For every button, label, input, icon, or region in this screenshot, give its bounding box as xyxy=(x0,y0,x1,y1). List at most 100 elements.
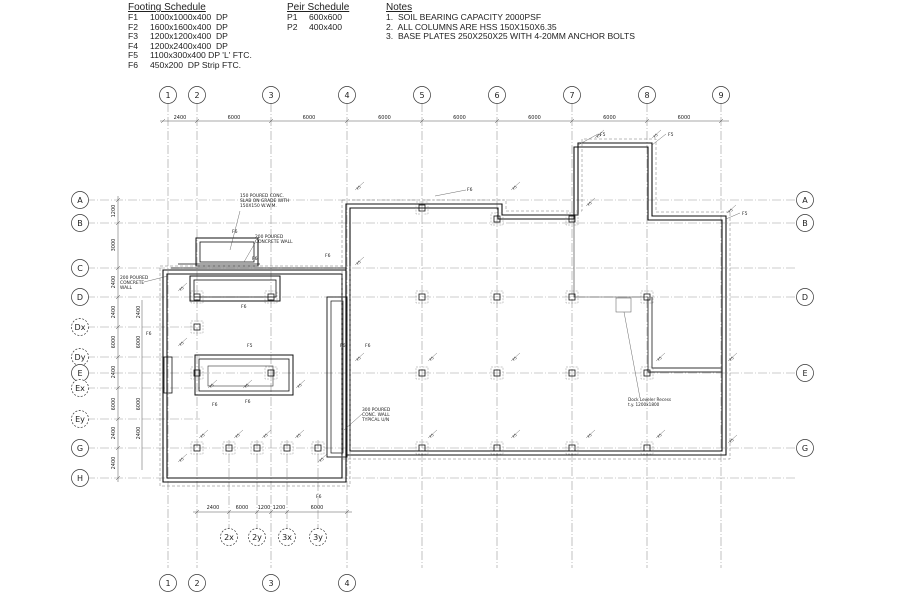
pad-footing xyxy=(565,212,579,226)
grid-bubble-label: 1 xyxy=(165,91,170,100)
pier-desc: 400x400 xyxy=(309,21,342,32)
grid-bubble-right-D: D xyxy=(796,288,814,306)
grid-bubble-right-A: A xyxy=(796,191,814,209)
room-lower xyxy=(189,275,281,302)
footing-tag-leader xyxy=(510,429,521,439)
callout-f6: F6 xyxy=(252,256,258,262)
pad-footing xyxy=(190,441,204,455)
footing-desc: 1000x1000x400 DP xyxy=(150,12,228,22)
bottom-dim-value: 2400 xyxy=(207,505,220,511)
pad-footing xyxy=(490,290,504,304)
grid-bubble-label: 6 xyxy=(494,91,499,100)
footing-tag-group: F5 xyxy=(727,352,738,362)
grid-bubble-label: 2 xyxy=(194,579,199,588)
footing-tag-group: F5 xyxy=(727,434,738,444)
grid-bubble-circle xyxy=(159,574,177,592)
grid-bubble-right-E: E xyxy=(796,364,814,382)
grid-bubble-label: 2x xyxy=(224,533,234,542)
grid-bubble-circle xyxy=(262,574,280,592)
column-pad xyxy=(490,366,504,380)
dim-tick xyxy=(115,324,121,330)
column-pad xyxy=(640,441,654,455)
callout-leader xyxy=(623,311,641,399)
left-inner-dim-value: 2400 xyxy=(136,306,142,319)
grid-bubble-bottom-3: 3 xyxy=(262,574,280,592)
footing-tag-leader xyxy=(510,181,521,191)
footing-tag-leader xyxy=(651,129,662,139)
bottom-dim-value: 6000 xyxy=(236,505,249,511)
pad-pier xyxy=(493,215,501,223)
grid-bubble-circle xyxy=(71,191,89,209)
column-pad xyxy=(280,441,294,455)
note-row: 1. SOIL BEARING CAPACITY 2000PSF xyxy=(386,12,635,23)
grid-bubble-label: D xyxy=(802,293,808,302)
column-pad xyxy=(565,441,579,455)
footing-tag-label: F5 xyxy=(235,433,241,439)
callout-f5: F5 xyxy=(668,132,674,138)
grid-bubble-bottom-1: 1 xyxy=(159,574,177,592)
pad-pier xyxy=(225,444,233,452)
interior-wall xyxy=(647,297,722,373)
note-text: 1. SOIL BEARING CAPACITY 2000PSF xyxy=(386,12,542,22)
callout-f6: F6 xyxy=(146,331,152,337)
pad-footing xyxy=(264,290,278,304)
footing-tag-group: F5 xyxy=(585,197,596,207)
top-dim-value: 6000 xyxy=(528,115,541,121)
grid-bubble-circle xyxy=(71,379,89,397)
footing-tag-label: F5 xyxy=(587,433,593,439)
pad-pier xyxy=(568,369,576,377)
top-dim-value: 6000 xyxy=(603,115,616,121)
pad-pier xyxy=(568,215,576,223)
interior-line xyxy=(573,219,648,298)
pad-pier xyxy=(193,293,201,301)
column-pad xyxy=(311,441,325,455)
pad-footing xyxy=(415,290,429,304)
room-upper-inner xyxy=(199,241,255,263)
dim-tick xyxy=(115,385,121,391)
pad-pier xyxy=(493,293,501,301)
pad-footing xyxy=(415,366,429,380)
column-pad xyxy=(640,366,654,380)
grid-bubble-circle xyxy=(71,318,89,336)
footing-tag-label: F5 xyxy=(179,341,185,347)
grid-bubble-label: H xyxy=(77,474,83,483)
footing-desc: 1200x1200x400 DP xyxy=(150,31,228,42)
left-dim-value: 3000 xyxy=(111,239,117,252)
column-pad xyxy=(490,441,504,455)
callout-leader xyxy=(434,189,467,197)
grid-bubble-label: 2 xyxy=(194,91,199,100)
grid-bubble-circle xyxy=(71,214,89,232)
column-pad xyxy=(415,290,429,304)
footing-tag-leader xyxy=(427,352,438,362)
footing-tag-group: F5 xyxy=(207,379,218,389)
pad-pier xyxy=(568,444,576,452)
footing-tag-label: F5 xyxy=(209,383,215,389)
footing-tag-group: F5 xyxy=(354,256,365,266)
grid-bubble-circle xyxy=(220,528,238,546)
grid-bubble-circle xyxy=(338,574,356,592)
grid-bubble-top-4: 4 xyxy=(338,86,356,104)
grid-bubble-label: 4 xyxy=(344,91,349,100)
grid-bubble-sub-2x: 2x xyxy=(220,528,238,546)
callout-f6: F6 xyxy=(316,494,322,500)
footing-tag-leader xyxy=(261,429,272,439)
callout-f6: F6 xyxy=(365,343,371,349)
footing-schedule-title: Footing Schedule xyxy=(128,2,206,13)
callout-f5: F5 xyxy=(600,132,606,138)
callout-f6: F6 xyxy=(325,253,331,259)
footing-tag-leader xyxy=(655,352,666,362)
pad-pier xyxy=(253,444,261,452)
dim-tick xyxy=(718,118,724,124)
grid-bubble-circle xyxy=(796,439,814,457)
grid-bubble-sub-3x: 3x xyxy=(278,528,296,546)
pad-pier xyxy=(283,444,291,452)
grid-bubble-label: E xyxy=(77,369,82,378)
footing-tag-leader xyxy=(177,282,188,292)
note-text: 2. ALL COLUMNS ARE HSS 150X150X6.35 xyxy=(386,21,557,32)
